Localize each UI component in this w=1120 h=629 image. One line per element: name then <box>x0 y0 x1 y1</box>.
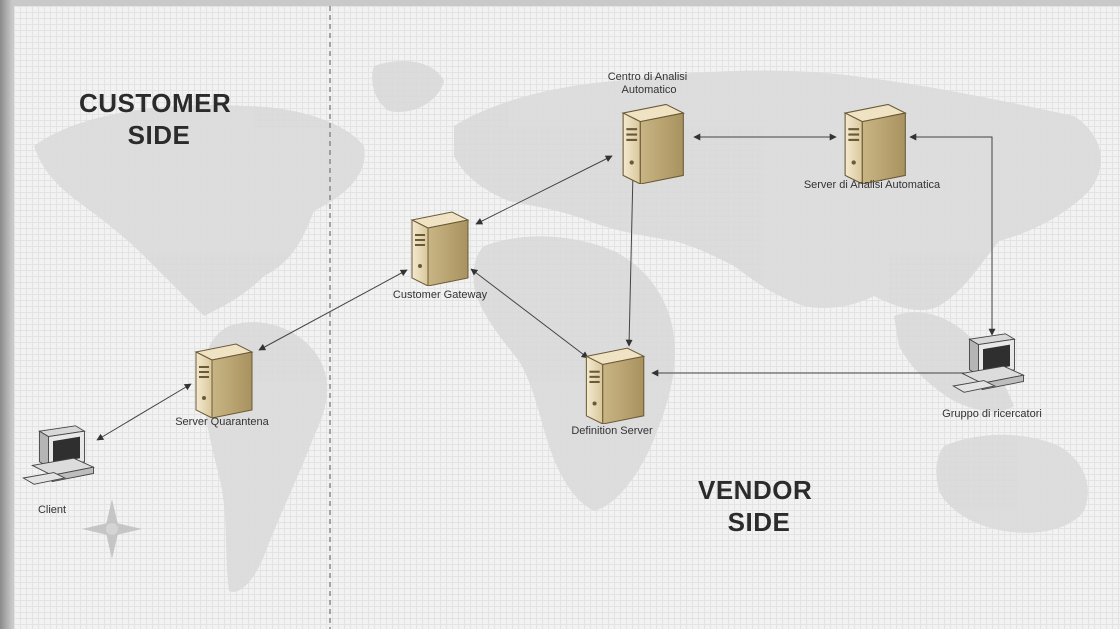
label-centro-line2: Automatico <box>621 84 676 96</box>
label-server-analisi: Server di Analisi Automatica <box>804 179 941 191</box>
world-map <box>34 61 1101 592</box>
node-definition-server: Definition Server <box>571 347 653 437</box>
node-gruppo-ricercatori: Gruppo di ricercatori <box>942 333 1042 420</box>
node-customer-gateway: Customer Gateway <box>393 211 488 301</box>
server-icon <box>844 103 906 184</box>
connectors <box>96 133 996 441</box>
label-customer-gateway: Customer Gateway <box>393 289 488 301</box>
australia-shape <box>936 434 1088 533</box>
greenland-shape <box>372 61 444 112</box>
label-centro: Centro di Analisi Automatico <box>608 71 691 96</box>
network-diagram: CUSTOMER SIDE VENDOR SIDE <box>22 6 1101 629</box>
connector-gateway-definition <box>470 268 589 359</box>
connector-analisi-ricercatori <box>909 133 996 336</box>
connector-client-quarantena <box>96 383 192 441</box>
node-server-analisi: Server di Analisi Automatica <box>804 103 941 191</box>
label-definition-server: Definition Server <box>571 425 653 437</box>
server-icon <box>585 347 645 424</box>
server-icon <box>411 211 469 286</box>
label-centro-line1: Centro di Analisi <box>608 71 688 83</box>
diagram-board: CUSTOMER SIDE VENDOR SIDE <box>14 6 1120 629</box>
north-america-shape <box>34 105 365 317</box>
label-gruppo-ricercatori: Gruppo di ricercatori <box>942 408 1042 420</box>
compass-rose-icon <box>82 499 142 559</box>
connector-gateway-centro <box>475 155 613 225</box>
node-client: Client <box>22 425 95 516</box>
server-icon <box>622 103 684 184</box>
connector-centro-definition <box>625 171 637 347</box>
customer-side-line2: SIDE <box>128 120 191 150</box>
vendor-side-line1: VENDOR <box>698 475 812 505</box>
workstation-icon <box>22 425 95 485</box>
vendor-side-line2: SIDE <box>728 507 791 537</box>
connector-quarantena-gateway <box>258 269 408 351</box>
vendor-side-title: VENDOR SIDE <box>698 475 820 537</box>
node-server-quarantena: Server Quarantena <box>175 343 270 428</box>
server-icon <box>195 343 253 418</box>
label-client: Client <box>38 504 66 516</box>
node-centro: Centro di Analisi Automatico <box>608 71 691 184</box>
africa-shape <box>473 236 675 511</box>
customer-side-title: CUSTOMER SIDE <box>79 88 239 150</box>
label-server-quarantena: Server Quarantena <box>175 416 269 428</box>
customer-side-line1: CUSTOMER <box>79 88 231 118</box>
